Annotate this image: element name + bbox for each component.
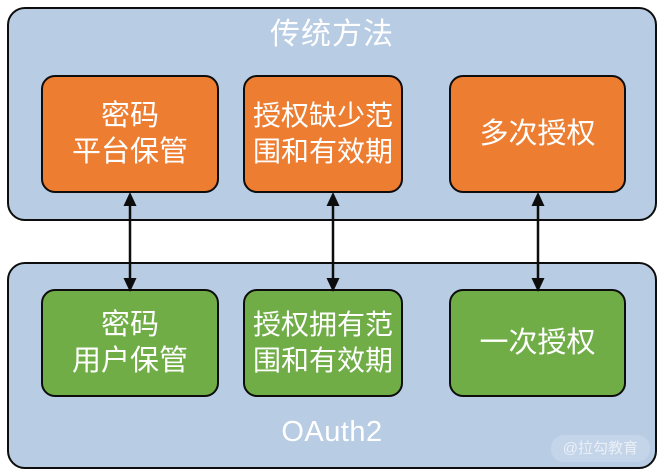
box-multiple-authorization: 多次授权 (449, 75, 626, 193)
connector-double-arrow-icon-3 (531, 192, 545, 292)
group-oauth2-title: OAuth2 (281, 416, 383, 448)
box-authorization-has-scope-expiry: 授权拥有范 围和有效期 (243, 289, 403, 397)
box-authorization-missing-scope-expiry: 授权缺少范 围和有效期 (243, 75, 403, 193)
box-single-authorization: 一次授权 (449, 289, 626, 397)
group-traditional-title: 传统方法 (270, 18, 394, 51)
box-password-user-custody: 密码 用户保管 (41, 289, 219, 397)
box-password-platform-custody: 密码 平台保管 (41, 75, 219, 193)
connector-double-arrow-icon-1 (123, 192, 137, 292)
watermark: @拉勾教育 (550, 435, 650, 462)
connector-double-arrow-icon-2 (326, 192, 340, 292)
